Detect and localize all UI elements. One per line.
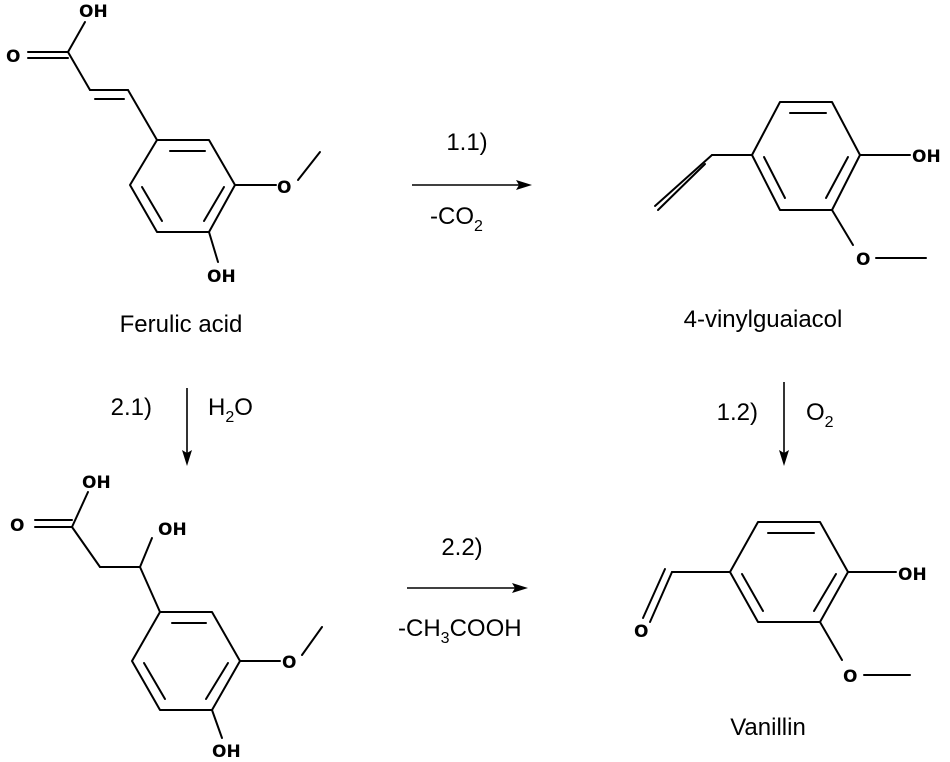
ferulic-acid-structure: OH O O OH Ferulic acid xyxy=(6,2,321,338)
reaction-2-2: 2.2) -CH3COOH xyxy=(398,534,528,647)
reaction-1-1-condition: -CO2 xyxy=(430,203,483,235)
ferulic-acid-acid-oh-label: OH xyxy=(79,2,108,22)
vinylguaiacol-phenol-oh-label: OH xyxy=(912,147,941,167)
vanillin-phenol-oh-label: OH xyxy=(898,565,927,585)
reaction-2-2-condition: -CH3COOH xyxy=(398,615,522,647)
intermediate-ether-o-label: O xyxy=(282,653,296,673)
reaction-1-1-arrowhead xyxy=(516,180,532,190)
vanillin-bonds xyxy=(642,521,911,676)
reaction-2-2-arrowhead xyxy=(512,583,528,593)
reaction-1-1: 1.1) -CO2 xyxy=(412,129,532,235)
ferulic-acid-ether-o-label: O xyxy=(277,178,291,198)
ferulic-acid-carbonyl-o-label: O xyxy=(6,47,20,67)
vanillin-ether-o-label: O xyxy=(843,667,857,687)
vinylguaiacol-ether-o-label: O xyxy=(856,250,870,270)
intermediate-carbonyl-o-label: O xyxy=(10,516,24,536)
ferulic-acid-name: Ferulic acid xyxy=(120,311,243,338)
reaction-1-1-step-label: 1.1) xyxy=(446,129,487,156)
intermediate-side-oh-label: OH xyxy=(158,520,187,540)
vinylguaiacol-structure: OH O 4-vinylguaiacol xyxy=(654,101,941,333)
reaction-2-2-step-label: 2.2) xyxy=(441,534,482,561)
intermediate-phenol-oh-label: OH xyxy=(212,742,241,762)
reaction-1-2: 1.2) O2 xyxy=(717,382,834,466)
reaction-2-1-arrowhead xyxy=(182,450,192,466)
vanillin-name: Vanillin xyxy=(730,714,806,741)
reaction-2-1-condition: H2O xyxy=(208,394,253,426)
reaction-2-1: 2.1) H2O xyxy=(111,388,253,466)
vanillin-structure: O OH O Vanillin xyxy=(634,521,927,741)
vinylguaiacol-name: 4-vinylguaiacol xyxy=(684,306,843,333)
reaction-1-2-step-label: 1.2) xyxy=(717,399,758,426)
reaction-1-2-condition: O2 xyxy=(806,399,834,431)
intermediate-acid-oh-label: OH xyxy=(82,473,111,493)
hydroxy-intermediate-structure: OH O OH O OH xyxy=(10,473,323,762)
ferulic-acid-phenol-oh-label: OH xyxy=(207,267,236,287)
reaction-1-2-arrowhead xyxy=(779,450,789,466)
vinylguaiacol-bonds xyxy=(654,101,927,259)
reaction-2-1-step-label: 2.1) xyxy=(111,394,152,421)
ferulic-acid-bonds xyxy=(27,21,321,263)
hydroxy-intermediate-bonds xyxy=(34,491,323,739)
vanillin-aldehyde-o-label: O xyxy=(634,622,648,642)
